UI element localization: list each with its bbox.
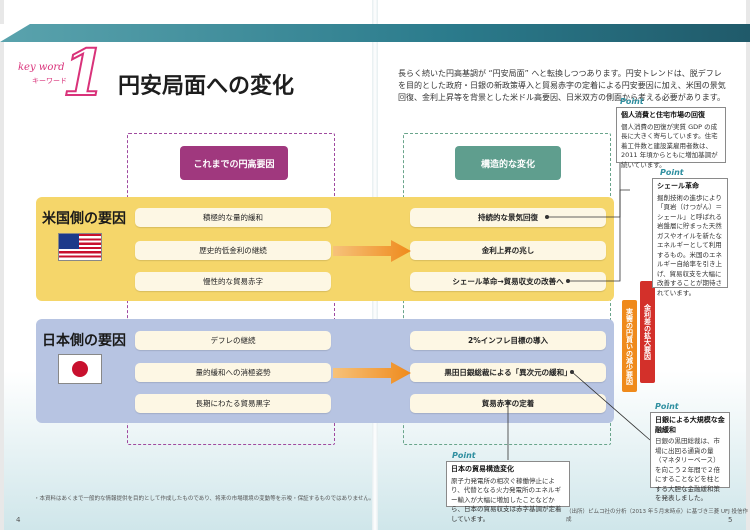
point-title: 日本の貿易構造変化: [451, 465, 514, 473]
japan-left-item-2: 量的緩和への消極姿勢: [135, 363, 331, 382]
keyword-number: 1: [61, 35, 108, 112]
page-edge-left: [0, 0, 4, 530]
japan-right-arrow-icon: [333, 362, 411, 384]
point-callout-trade: 日本の貿易構造変化 原子力発電所の相次ぐ稼働停止により、代替となる火力発電所のエ…: [446, 461, 570, 523]
us-right-item-2: 金利上昇の兆し: [410, 241, 606, 260]
disclaimer-footnote: ・本資料はあくまで一般的な情報提供を目的として作成したものであり、将来の市場環境…: [34, 496, 375, 502]
point-label-1: Point: [620, 97, 644, 106]
interest-gap-label: 金利差の拡大要因: [640, 281, 655, 383]
point-label-2: Point: [660, 168, 684, 177]
connector-dot: [545, 215, 549, 219]
us-right-arrow-icon: [333, 240, 411, 262]
point-label-3: Point: [655, 402, 679, 411]
point-body: 掘削技術の進歩により「頁岩（けつがん）＝シェール」と呼ばれる岩盤層に貯まった天然…: [657, 193, 722, 297]
point-title: 日銀による大規模な金融緩和: [655, 416, 725, 434]
page-number-right: 5: [728, 516, 733, 524]
header-bar: [0, 24, 750, 42]
keyword-label: key word: [18, 62, 65, 73]
japan-left-item-3: 長期にわたる貿易黒字: [135, 394, 331, 413]
point-title: 個人消費と住宅市場の回復: [621, 111, 705, 119]
point-body: 日銀の黒田総裁は、市場に出回る通貨の量（マネタリーベース）を向こう２年間で２倍に…: [655, 437, 720, 502]
point-title: シェール革命: [657, 182, 699, 190]
intro-paragraph: 長らく続いた円高基調が “円安局面” へと転換しつつあります。円安トレンドは、脱…: [398, 69, 726, 102]
connector-dot: [506, 401, 510, 405]
us-left-item-2: 歴史的低金利の継続: [135, 241, 331, 260]
japan-right-item-1: 2%インフレ目標の導入: [410, 331, 606, 350]
right-column-header: 構造的な変化: [455, 146, 561, 180]
page-edge-right: [746, 0, 750, 530]
us-right-item-1: 持続的な景気回復: [410, 208, 606, 227]
point-callout-consumption: 個人消費と住宅市場の回復 個人消費の回復が実質 GDP の成長に大きく寄与してい…: [616, 107, 726, 169]
point-callout-boj: 日銀による大規模な金融緩和 日銀の黒田総裁は、市場に出回る通貨の量（マネタリーベ…: [650, 412, 730, 502]
us-left-item-1: 積極的な量的緩和: [135, 208, 331, 227]
us-left-item-3: 慢性的な貿易赤字: [135, 272, 331, 291]
yen-demand-decrease-label: 実需の円買いの減少要因: [622, 300, 637, 392]
left-column-header: これまでの円高要因: [180, 146, 288, 180]
connector-dot: [570, 370, 574, 374]
japan-right-item-2: 黒田日銀総裁による「異次元の緩和」: [410, 363, 606, 382]
point-callout-shale: シェール革命 掘削技術の進歩により「頁岩（けつがん）＝シェール」と呼ばれる岩盤層…: [652, 178, 728, 297]
us-factors-title: 米国側の要因: [42, 211, 126, 227]
point-body: 原子力発電所の相次ぐ稼働停止により、代替となる火力発電所のエネルギー輸入が大幅に…: [451, 476, 562, 523]
japan-left-item-1: デフレの継続: [135, 331, 331, 350]
point-body: 個人消費の回復が実質 GDP の成長に大きく寄与しています。住宅着工件数と建設業…: [621, 122, 718, 169]
us-flag-icon: [58, 233, 102, 261]
source-note: （出所）ピムコ社の分析（2013 年５月末時点）に基づき三菱 UFJ 投信作成: [566, 509, 749, 523]
connector-dot: [566, 279, 570, 283]
page-title: 円安局面への変化: [118, 74, 295, 99]
japan-factors-title: 日本側の要因: [42, 333, 126, 349]
page-number-left: 4: [16, 516, 21, 524]
point-label-4: Point: [452, 451, 476, 460]
keyword-sub-label: キーワード: [32, 77, 67, 85]
us-right-item-3: シェール革命→貿易収支の改善へ: [410, 272, 606, 291]
header-bar-notch: [0, 24, 30, 42]
japan-flag-icon: [58, 354, 102, 384]
